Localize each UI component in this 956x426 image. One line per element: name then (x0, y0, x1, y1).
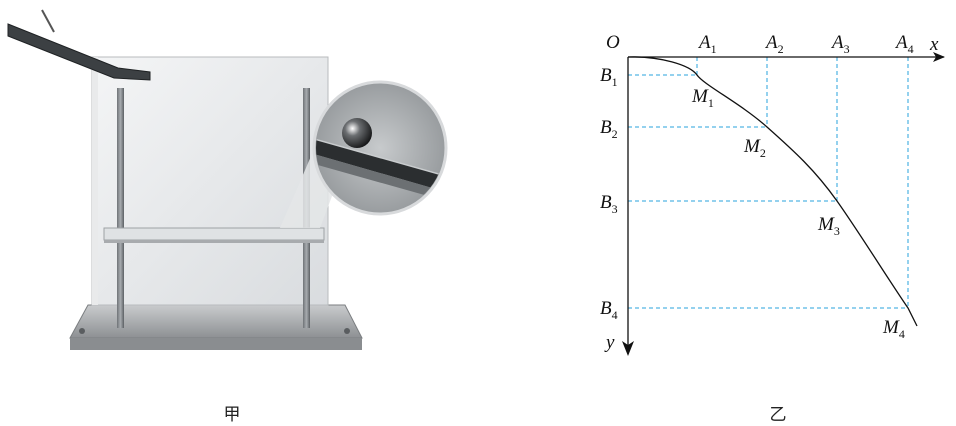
curve-point-label-3: M3 (817, 214, 840, 238)
x-point-label-1: A1 (697, 32, 717, 56)
x-point-label-3: A3 (830, 32, 850, 56)
y-point-label-3: B3 (600, 192, 618, 216)
left-rod (117, 88, 124, 328)
chute-handle (41, 9, 55, 33)
base-plate-edge (70, 338, 362, 350)
slope-chute (7, 23, 151, 81)
y-point-label-4: B4 (600, 298, 618, 322)
board-edge (92, 57, 98, 305)
catch-bar (103, 227, 325, 241)
apparatus-illustration: 甲 (7, 9, 448, 425)
catch-bar-shadow (104, 240, 324, 243)
vertical-board (91, 56, 329, 306)
origin-label: O (606, 32, 620, 53)
curve-point-label-1: M1 (691, 86, 714, 110)
curve-point-label-2: M2 (743, 136, 766, 160)
y-axis-arrow (622, 341, 634, 356)
guide-lines (628, 57, 909, 309)
steel-ball (342, 118, 372, 148)
curve-point-label-4: M4 (882, 317, 905, 341)
trajectory-curve (627, 56, 918, 327)
base-plate (69, 304, 363, 339)
base-screw-right (344, 328, 350, 334)
base-screw-left (79, 328, 85, 334)
figure-left-caption: 甲 (224, 405, 241, 425)
x-point-label-4: A4 (894, 32, 914, 56)
figure-right-caption: 乙 (770, 405, 787, 425)
x-point-label-2: A2 (764, 32, 784, 56)
y-point-label-1: B1 (600, 65, 618, 89)
y-point-label-2: B2 (600, 117, 618, 141)
y-axis-label: y (604, 332, 615, 353)
zoom-inset (312, 80, 448, 216)
x-axis-label: x (929, 34, 939, 55)
